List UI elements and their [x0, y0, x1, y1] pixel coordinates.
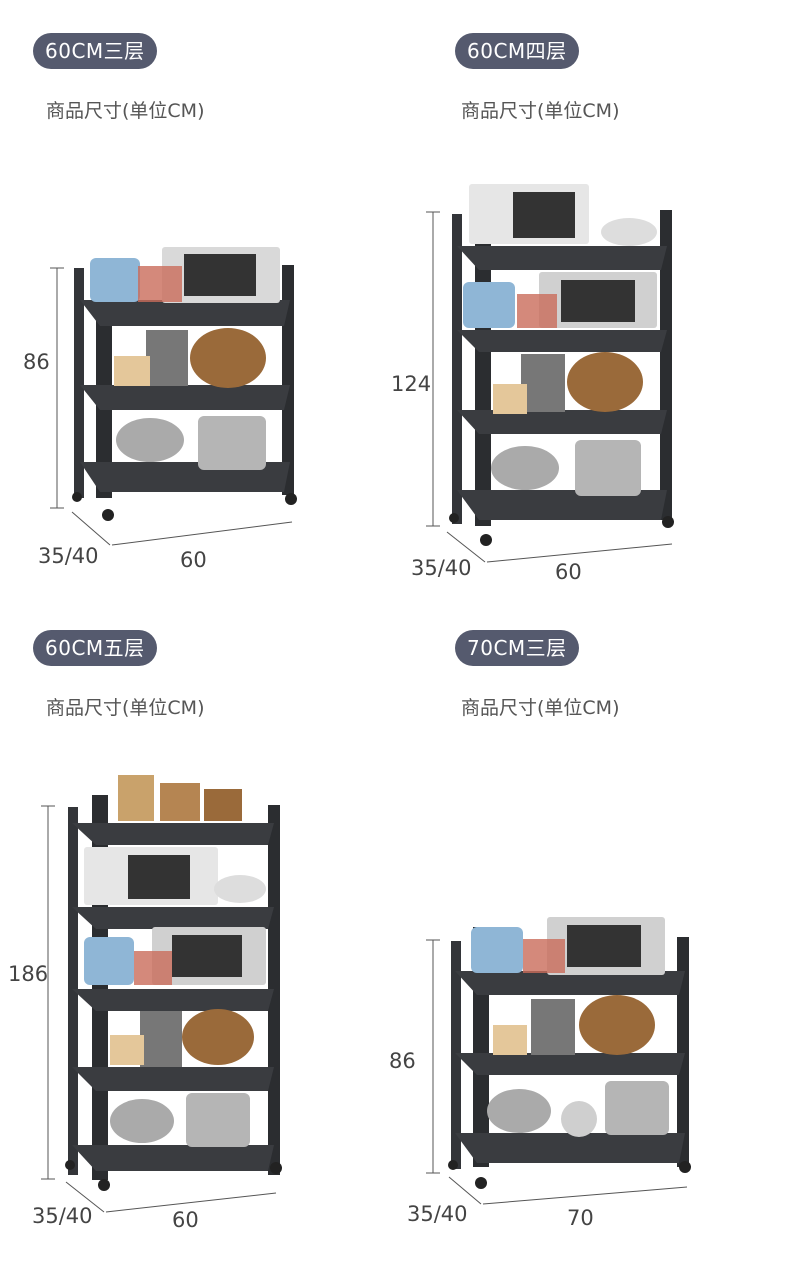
- rack-illustration: [50, 247, 297, 546]
- width-label: 60: [172, 1208, 199, 1232]
- depth-label: 35/40: [407, 1202, 468, 1226]
- rack-illustration: [41, 775, 282, 1213]
- product-panel-4: 70CM三层 商品尺寸(单位CM) 86 35/40 70: [389, 597, 790, 1230]
- rack-illustration: [426, 917, 691, 1205]
- width-label: 70: [567, 1206, 594, 1230]
- height-label: 186: [8, 962, 49, 986]
- height-label: 86: [23, 350, 50, 374]
- height-label: 124: [391, 372, 432, 396]
- height-label: 86: [389, 1049, 416, 1073]
- product-panel-3: 60CM五层 商品尺寸(单位CM) 186 35/40 60: [0, 597, 395, 1232]
- product-panel-2: 60CM四层 商品尺寸(单位CM) 124 35/40 60: [391, 0, 790, 600]
- depth-label: 35/40: [32, 1204, 93, 1228]
- rack-illustration: [426, 184, 674, 563]
- size-caption: 商品尺寸(单位CM): [461, 697, 620, 719]
- size-badge: 60CM四层: [455, 33, 579, 69]
- size-badge: 60CM三层: [33, 33, 157, 69]
- size-caption: 商品尺寸(单位CM): [46, 100, 205, 122]
- size-caption: 商品尺寸(单位CM): [46, 697, 205, 719]
- width-label: 60: [180, 548, 207, 572]
- size-badge: 60CM五层: [33, 630, 157, 666]
- depth-label: 35/40: [411, 556, 472, 580]
- width-label: 60: [555, 560, 582, 584]
- depth-label: 35/40: [38, 544, 99, 568]
- size-badge: 70CM三层: [455, 630, 579, 666]
- size-caption: 商品尺寸(单位CM): [461, 100, 620, 122]
- product-panel-1: 60CM三层 商品尺寸(单位CM) 86 35/40 60: [0, 0, 395, 600]
